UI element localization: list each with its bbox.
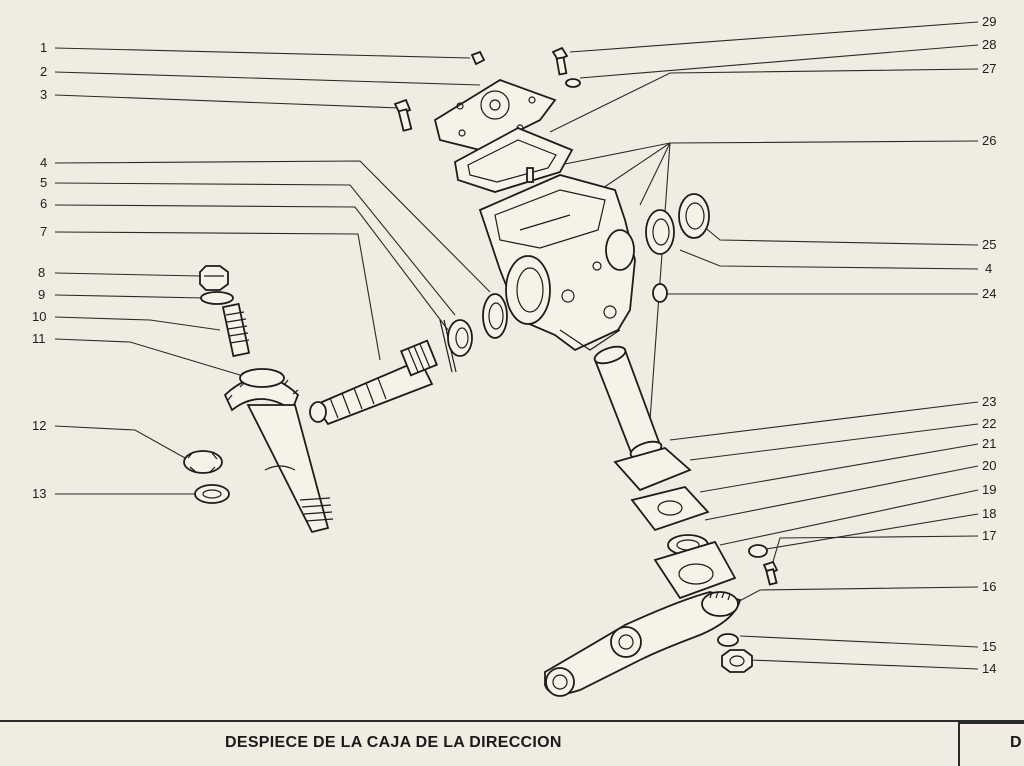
- callout-9: 9: [38, 287, 45, 302]
- gasket-27: [454, 127, 574, 193]
- callout-4-right: 4: [985, 261, 992, 276]
- callout-13: 13: [32, 486, 46, 501]
- bolt-3: [393, 98, 413, 132]
- callout-4-left: 4: [40, 155, 47, 170]
- page-code-box: [958, 722, 1024, 766]
- steering-box-housing: [478, 174, 636, 352]
- callout-16: 16: [982, 579, 996, 594]
- callout-26: 26: [982, 133, 996, 148]
- callout-27: 27: [982, 61, 996, 76]
- callout-23: 23: [982, 394, 996, 409]
- callout-28: 28: [982, 37, 996, 52]
- dowel-26: [526, 167, 534, 183]
- callout-20: 20: [982, 458, 996, 473]
- bearing-cup-25: [678, 193, 710, 239]
- washer-28: [565, 78, 581, 88]
- pitman-arm-16: [544, 591, 742, 697]
- gasket-21: [630, 485, 710, 532]
- callout-1: 1: [40, 40, 47, 55]
- plug-1: [470, 50, 486, 66]
- lock-washer-15: [717, 633, 739, 647]
- leader-lines-left: [54, 47, 491, 495]
- callout-19: 19: [982, 482, 996, 497]
- callout-29: 29: [982, 14, 996, 29]
- locking-ring-5: [447, 319, 473, 357]
- castle-nut-12: [183, 450, 223, 474]
- bearing-4-right: [645, 209, 675, 255]
- bolt-29: [551, 46, 569, 76]
- seal-plate-22: [613, 447, 692, 492]
- callout-12: 12: [32, 418, 46, 433]
- callout-7: 7: [40, 224, 47, 239]
- callout-10: 10: [32, 309, 46, 324]
- leader-lines-right: [549, 21, 979, 670]
- callout-2: 2: [40, 64, 47, 79]
- washer-13: [194, 484, 230, 504]
- nut-8: [199, 265, 229, 291]
- footer-bar: [0, 720, 1024, 766]
- callout-11: 11: [32, 331, 46, 346]
- callout-18: 18: [982, 506, 996, 521]
- callout-3: 3: [40, 87, 47, 102]
- callout-5: 5: [40, 175, 47, 190]
- adjuster-bolt-10: [221, 302, 251, 358]
- washer-9: [200, 291, 234, 305]
- top-cover-2: [433, 79, 557, 151]
- washer-17: [748, 544, 768, 558]
- callout-24: 24: [982, 286, 996, 301]
- sector-shaft-11: [223, 368, 334, 534]
- callout-22: 22: [982, 416, 996, 431]
- bolt-17: [762, 560, 779, 586]
- bottom-cover-18: [653, 540, 737, 600]
- shim-24: [652, 283, 668, 303]
- callout-17: 17: [982, 528, 996, 543]
- callout-6: 6: [40, 196, 47, 211]
- callout-14: 14: [982, 661, 996, 676]
- callout-15: 15: [982, 639, 996, 654]
- callout-8: 8: [38, 265, 45, 280]
- page-code: D: [1010, 734, 1022, 751]
- worm-shaft-7: [309, 339, 439, 426]
- diagram-title: DESPIECE DE LA CAJA DE LA DIRECCION: [225, 734, 562, 751]
- bushing-23: [593, 345, 663, 460]
- nut-14: [721, 649, 753, 673]
- callout-21: 21: [982, 436, 996, 451]
- bearing-4-left: [482, 293, 508, 339]
- callout-25: 25: [982, 237, 996, 252]
